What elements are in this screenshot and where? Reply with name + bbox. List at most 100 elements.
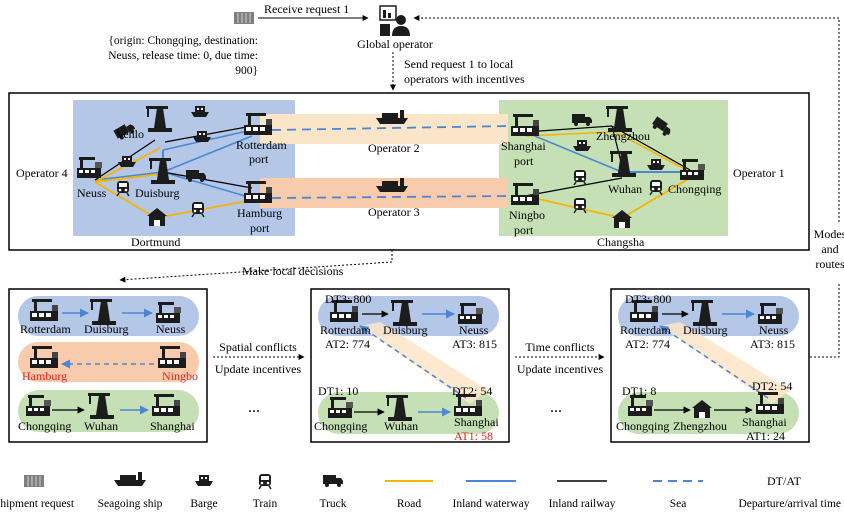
modes-label-line1: Modes: [814, 227, 844, 241]
global-operator-label: Global operator: [357, 37, 433, 51]
update-incentives-label-2: Update incentives: [517, 362, 604, 376]
panel2-duisburg: Duisburg: [383, 323, 427, 337]
panel2-dt2: DT2: 54: [452, 384, 492, 398]
make-local-decisions-label: Make local decisions: [242, 264, 344, 278]
panel3-dt1: DT1: 8: [622, 384, 656, 398]
panel1-shanghai: Shanghai: [150, 419, 195, 433]
legend-truck: Truck: [319, 498, 346, 510]
china-links: [524, 125, 691, 219]
panel2-neuss: Neuss: [459, 323, 489, 337]
operator4-label: Operator 4: [16, 166, 68, 180]
time-conflicts-label: Time conflicts: [525, 340, 595, 354]
barge-icon: [195, 475, 213, 486]
legend-sea: Sea: [670, 498, 687, 510]
operator1-label: Operator 1: [733, 166, 785, 180]
truck-icon: [323, 475, 343, 487]
modes-label-line2: and: [821, 242, 838, 256]
legend-departure-arrival: Departure/arrival time: [739, 498, 842, 510]
panel1-chongqing: Chongqing: [18, 419, 71, 433]
wuhan-label: Wuhan: [608, 182, 642, 196]
modes-label-line3: routes: [815, 257, 844, 271]
global-operator-icon: [379, 5, 410, 36]
zhengzhou-label: Zhengzhou: [596, 129, 650, 143]
neuss-label: Neuss: [77, 186, 107, 200]
panel2-sea-band: [360, 322, 488, 404]
changsha-label: Changsha: [597, 235, 645, 249]
panel3-dt3: DT3: 800: [625, 292, 671, 306]
spatial-conflicts-label: Spatial conflicts: [219, 340, 297, 354]
panel1-wuhan: Wuhan: [84, 419, 118, 433]
seagoing-ship-icon: [114, 472, 146, 486]
panel2-bottom-bg: [318, 392, 499, 434]
rotterdam-port-label-1: Rotterdam: [236, 138, 287, 152]
legend-shipment-request: Shipment request: [0, 498, 75, 510]
panel3-at2: AT2: 774: [625, 337, 670, 351]
panel1-neuss: Neuss: [156, 322, 186, 336]
legend: DT/AT Shipment request Seagoing ship Bar…: [0, 472, 841, 510]
panel3-duisburg: Duisburg: [683, 323, 727, 337]
venlo-label: Venlo: [116, 127, 144, 141]
legend-seagoing-ship: Seagoing ship: [98, 498, 163, 510]
sea-link-operator2: [271, 125, 511, 131]
panel2-wuhan: Wuhan: [384, 419, 418, 433]
panel3-chongqing: Chongqing: [616, 419, 669, 433]
shipment-request-icon: [233, 11, 255, 25]
panel2-at1: AT1: 58: [454, 429, 493, 443]
panel1-duisburg: Duisburg: [84, 322, 128, 336]
sea-arrow: [359, 325, 467, 399]
sea-link-operator3: [271, 195, 511, 199]
sea-arrow: [659, 325, 769, 399]
legend-inland-railway: Inland railway: [549, 498, 616, 510]
legend-train: Train: [253, 498, 278, 510]
panel3-zhengzhou: Zhengzhou: [673, 419, 727, 433]
panel1-rotterdam: Rotterdam: [20, 322, 71, 336]
ningbo-port-label-2: port: [514, 223, 534, 237]
legend-inland-waterway: Inland waterway: [453, 498, 530, 510]
panel1-row3-bg: [18, 390, 199, 432]
make-local-decisions-arrow: [119, 250, 393, 283]
panel2-shanghai: Shanghai: [454, 415, 499, 429]
train-icon: [258, 473, 272, 490]
panel2-dt3: DT3: 800: [325, 292, 371, 306]
hamburg-port-label-1: Hamburg: [237, 206, 282, 220]
send-request-line1: Send request 1 to local: [404, 57, 514, 71]
legend-road: Road: [397, 498, 422, 510]
receive-request-label: Receive request 1: [264, 2, 349, 16]
panel2-dt1: DT1: 10: [318, 384, 358, 398]
panel3-neuss: Neuss: [759, 323, 789, 337]
hamburg-port-label-2: port: [250, 221, 270, 235]
legend-dt-at: DT/AT: [767, 474, 802, 488]
request-detail-line3: 900}: [235, 65, 258, 77]
operator3-label: Operator 3: [368, 205, 420, 219]
send-request-line2: operators with incentives: [404, 72, 525, 86]
panel3-at1: AT1: 24: [746, 429, 785, 443]
panel1-ningbo: Ningbo: [162, 369, 198, 383]
operator2-label: Operator 2: [368, 141, 420, 155]
update-incentives-label-1: Update incentives: [215, 362, 302, 376]
legend-barge: Barge: [190, 498, 217, 510]
duisburg-label: Duisburg: [135, 186, 179, 200]
chongqing-label: Chongqing: [668, 182, 721, 196]
request-detail-line2: Neuss, release time: 0, due time:: [108, 50, 258, 62]
panel3-dt2: DT2: 54: [752, 379, 792, 393]
dortmund-label: Dortmund: [131, 235, 180, 249]
panel3-shanghai: Shanghai: [742, 415, 787, 429]
panel3-rotterdam: Rotterdam: [620, 323, 671, 337]
shanghai-port-label-2: port: [514, 154, 534, 168]
shanghai-port-label-1: Shanghai: [501, 139, 546, 153]
panel3-sea-band: [660, 322, 790, 404]
panel2-at2: AT2: 774: [325, 337, 370, 351]
ningbo-port-label-1: Ningbo: [509, 208, 545, 222]
ellipsis-2: ...: [550, 399, 562, 416]
shipment-request-icon: [23, 474, 45, 488]
ellipsis-1: ...: [248, 399, 260, 416]
rotterdam-port-label-2: port: [249, 152, 269, 166]
panel3-at3: AT3: 815: [750, 337, 795, 351]
panel2-rotterdam: Rotterdam: [320, 323, 371, 337]
panel1-row2-bg: [18, 342, 199, 382]
panel2-chongqing: Chongqing: [314, 419, 367, 433]
panel2-at3: AT3: 815: [452, 337, 497, 351]
feedback-loop-arrow: [413, 15, 840, 358]
